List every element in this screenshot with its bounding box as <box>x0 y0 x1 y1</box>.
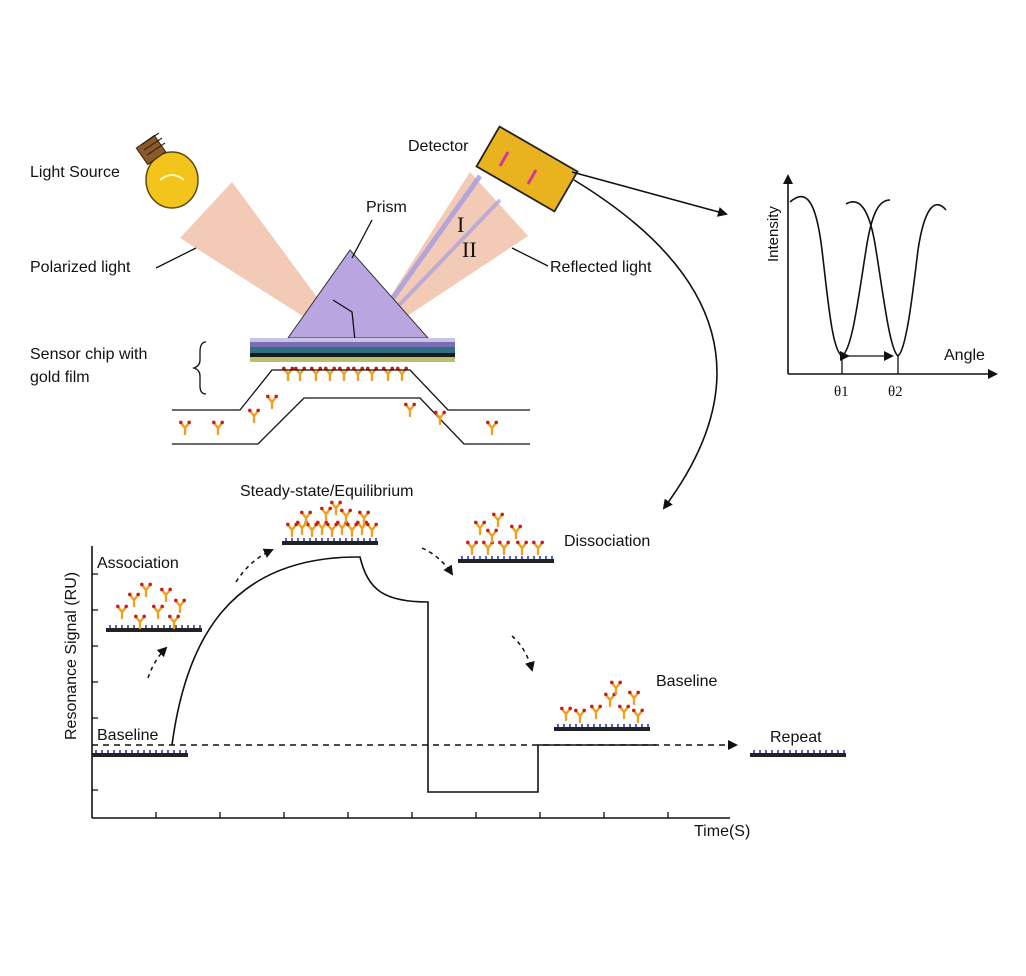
sensorgram-x-ticks <box>155 812 669 818</box>
stage-arrow-baseline-to-association <box>147 646 168 679</box>
detector-label: Detector <box>408 138 469 155</box>
detector-icon <box>475 125 579 213</box>
sensor-chip-label-line2: gold film <box>30 369 90 386</box>
baseline-right-label: Baseline <box>656 673 717 690</box>
dissociation-label: Dissociation <box>564 533 650 550</box>
sensorgram-trace <box>171 556 656 793</box>
flow-channel-top-wall <box>172 369 530 411</box>
prism-leader-line <box>351 219 373 259</box>
sensorgram-y-axis-label: Resonance Signal (RU) <box>63 572 80 740</box>
sensor-chip-bracket <box>191 341 207 395</box>
theta2-label: θ2 <box>888 384 903 400</box>
chip-bound-antibodies <box>280 365 410 382</box>
sensorgram-x-axis-label: Time(S) <box>694 823 750 840</box>
angle-axis-label: Angle <box>944 347 985 364</box>
ray-one-label: I <box>457 212 464 237</box>
sensor-chip-label-line1: Sensor chip with <box>30 346 147 363</box>
sensorgram: Resonance Signal (RU) Time(S) Associatio… <box>63 483 847 840</box>
sensorgram-y-ticks <box>92 573 98 791</box>
light-source-label: Light Source <box>30 164 120 181</box>
association-chip <box>105 581 203 633</box>
intensity-plot: Intensity Angle θ1 θ2 <box>765 174 998 400</box>
stage-arrow-steady-to-dissociation <box>421 547 454 576</box>
polarized-light-label: Polarized light <box>30 259 131 276</box>
prism-internal-ray <box>332 299 357 351</box>
reflected-light-label: Reflected light <box>550 259 652 276</box>
steady-state-chip <box>281 499 380 546</box>
baseline-chip-left <box>91 749 189 758</box>
theta1-label: θ1 <box>834 384 849 400</box>
sensor-chip <box>250 338 455 362</box>
baseline-chip-right <box>553 679 651 732</box>
ray-two-label: II <box>462 237 477 262</box>
detector-to-plot-arrow <box>571 171 728 217</box>
reflected-leader-line <box>511 247 549 267</box>
repeat-chip <box>749 749 847 758</box>
repeat-label: Repeat <box>770 729 822 746</box>
flowing-antibodies <box>177 393 500 436</box>
prism-label: Prism <box>366 199 407 216</box>
stage-arrow-association-to-steady <box>235 548 274 583</box>
dissociation-chip <box>457 511 555 564</box>
baseline-left-label: Baseline <box>97 727 158 744</box>
light-bulb-icon <box>135 132 199 209</box>
flow-channel-bottom-wall <box>172 397 530 445</box>
curved-arrow-to-sensorgram <box>573 179 718 510</box>
polarized-leader-line <box>155 247 197 269</box>
association-label: Association <box>97 555 179 572</box>
intensity-axis-label: Intensity <box>765 206 782 262</box>
stage-arrow-dissociation-to-baseline <box>511 635 535 672</box>
steady-state-label: Steady-state/Equilibrium <box>240 483 413 500</box>
intensity-curve-one <box>789 195 891 357</box>
